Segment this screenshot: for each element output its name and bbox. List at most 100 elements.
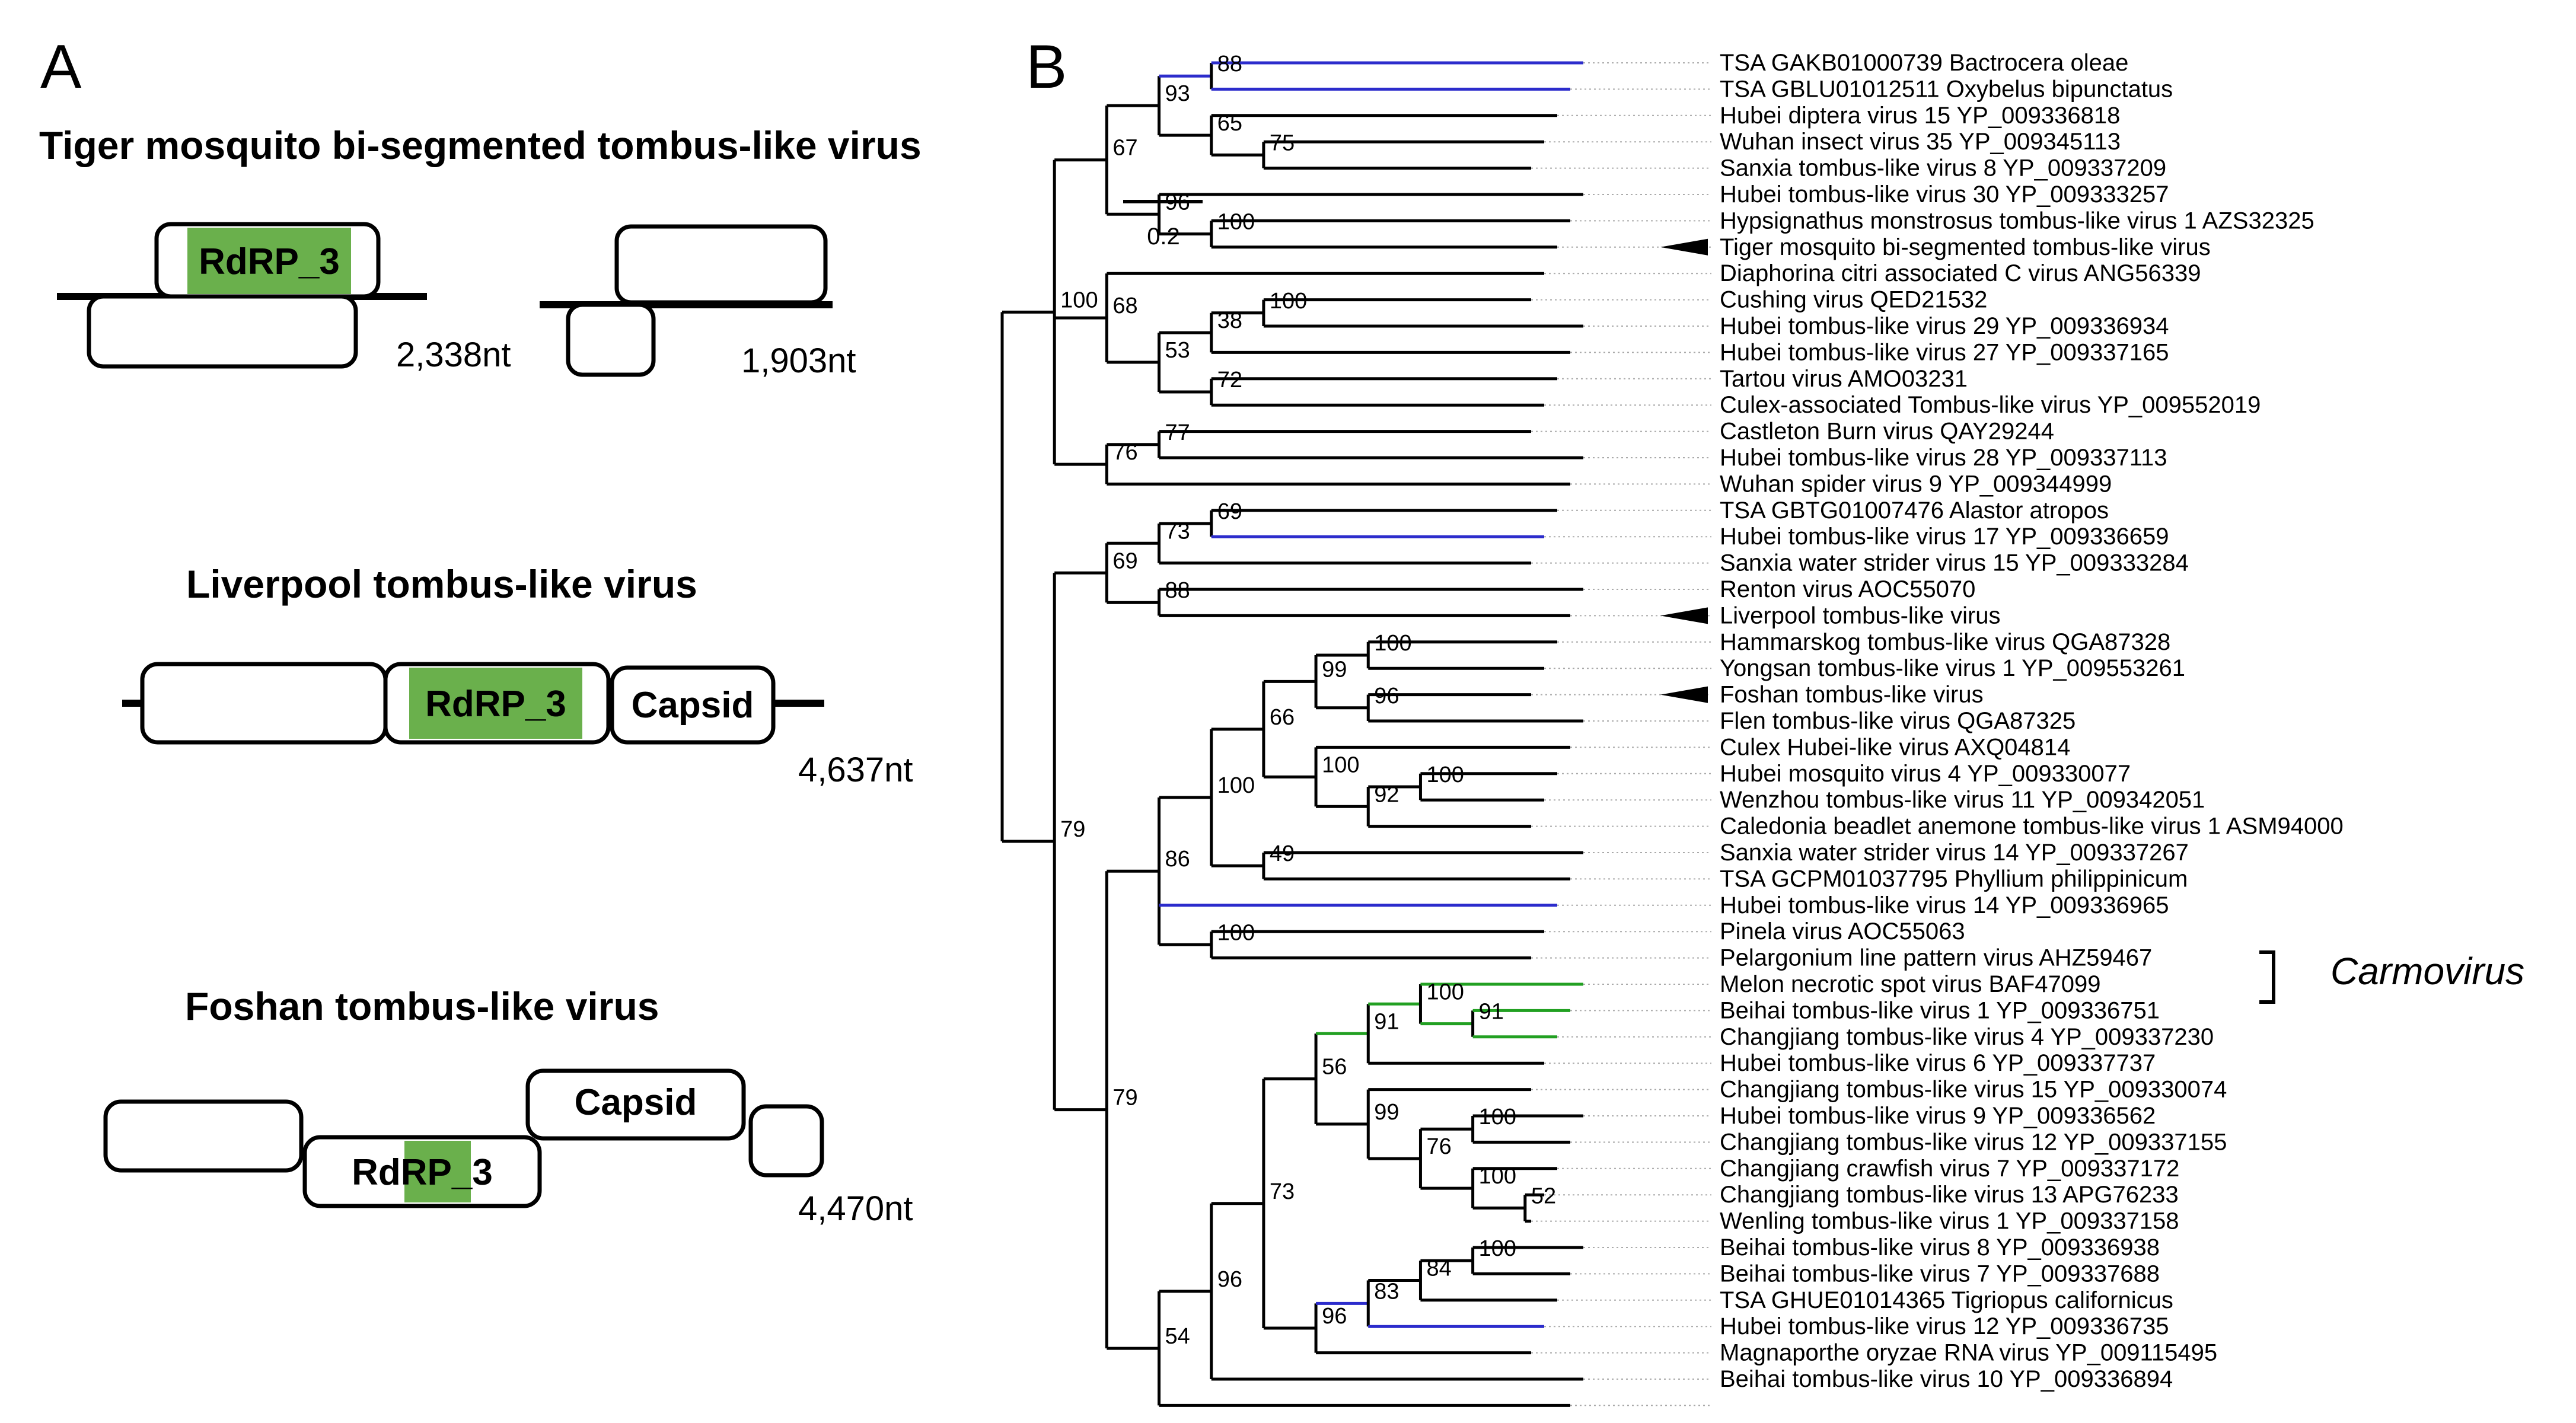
bootstrap-value: 76 xyxy=(1426,1134,1451,1159)
panel-a: A Tiger mosquito bi-segmented tombus-lik… xyxy=(39,33,922,1228)
bootstrap-value: 100 xyxy=(1060,288,1098,312)
taxon-label: Hubei diptera virus 15 YP_009336818 xyxy=(1720,103,2120,129)
orf-box xyxy=(103,1099,304,1173)
bootstrap-value: 76 xyxy=(1112,440,1137,465)
taxon-label: Wuhan spider virus 9 YP_009344999 xyxy=(1720,471,2112,497)
clade-bracket: Carmovirus xyxy=(2259,950,2524,1004)
bootstrap-value: 79 xyxy=(1112,1086,1137,1111)
bootstrap-value: 73 xyxy=(1165,519,1190,544)
taxon-label: Hubei tombus-like virus 28 YP_009337113 xyxy=(1720,445,2167,471)
bootstrap-value: 68 xyxy=(1112,293,1137,318)
panel-b-letter: B xyxy=(1026,33,1067,101)
bootstrap-value: 56 xyxy=(1322,1055,1347,1080)
bootstrap-value: 53 xyxy=(1165,338,1190,363)
taxon-label: Wenling tombus-like virus 1 YP_009337158 xyxy=(1720,1208,2179,1234)
rdrp-domain xyxy=(404,1141,471,1202)
bootstrap-value: 93 xyxy=(1165,81,1190,106)
taxon-label: TSA GAKB01000739 Bactrocera oleae xyxy=(1720,50,2128,76)
domain-label: Capsid xyxy=(632,685,754,726)
taxon-label: Tiger mosquito bi-segmented tombus-like … xyxy=(1720,234,2211,260)
taxon-label: Sanxia water strider virus 15 YP_0093332… xyxy=(1720,550,2189,576)
genome-length: 2,338nt xyxy=(396,336,511,374)
taxon-label: Hubei tombus-like virus 14 YP_009336965 xyxy=(1720,892,2169,918)
bootstrap-value: 88 xyxy=(1165,578,1190,603)
taxon-label: Pelargonium line pattern virus AHZ59467 xyxy=(1720,945,2152,971)
bootstrap-value: 100 xyxy=(1479,1105,1516,1130)
taxon-label: Tartou virus AMO03231 xyxy=(1720,366,1968,392)
bootstrap-value: 100 xyxy=(1217,210,1255,235)
orf-box xyxy=(748,1104,824,1178)
bootstrap-value: 100 xyxy=(1479,1236,1516,1261)
genome-title: Tiger mosquito bi-segmented tombus-like … xyxy=(39,123,922,167)
domain-label: Capsid xyxy=(575,1082,697,1123)
taxon-label: Yongsan tombus-like virus 1 YP_009553261 xyxy=(1720,655,2185,681)
bootstrap-value: 69 xyxy=(1112,548,1137,573)
taxon-label: Castleton Burn virus QAY29244 xyxy=(1720,419,2054,445)
taxon-label: Beihai tombus-like virus 10 YP_009336894 xyxy=(1720,1366,2173,1392)
orf-box xyxy=(525,1068,746,1141)
taxon-label: Hubei tombus-like virus 6 YP_009337737 xyxy=(1720,1050,2156,1076)
orf-box xyxy=(87,294,358,369)
taxon-label: Hubei tombus-like virus 12 YP_009336735 xyxy=(1720,1313,2169,1339)
bootstrap-value: 100 xyxy=(1374,631,1411,656)
taxon-label: Hypsignathus monstrosus tombus-like viru… xyxy=(1720,208,2314,234)
taxon-label: Hubei tombus-like virus 30 YP_009333257 xyxy=(1720,181,2169,208)
taxon-label: Culex Hubei-like virus AXQ04814 xyxy=(1720,734,2070,760)
bootstrap-value: 84 xyxy=(1426,1256,1451,1281)
rdrp-domain xyxy=(409,668,582,739)
taxon-label: Hubei tombus-like virus 17 YP_009336659 xyxy=(1720,524,2169,550)
bootstrap-value: 100 xyxy=(1479,1164,1516,1189)
orf-box xyxy=(614,224,828,305)
taxon-label: Changjiang crawfish virus 7 YP_009337172 xyxy=(1720,1156,2179,1182)
taxon-label: Changjiang tombus-like virus 4 YP_009337… xyxy=(1720,1024,2214,1050)
bootstrap-value: 83 xyxy=(1374,1279,1399,1304)
genome-length: 4,470nt xyxy=(798,1189,913,1228)
taxon-label: Changjiang tombus-like virus 13 APG76233 xyxy=(1720,1182,2179,1208)
taxon-label: Wuhan insect virus 35 YP_009345113 xyxy=(1720,129,2121,155)
taxon-label: TSA GHUE01014365 Tigriopus californicus xyxy=(1720,1287,2173,1313)
panel-b: B 0.2 8875659310096671003872536877761006… xyxy=(1000,33,2524,1407)
genome-title: Foshan tombus-like virus xyxy=(185,984,659,1028)
bootstrap-value: 73 xyxy=(1270,1179,1295,1204)
bootstrap-value: 96 xyxy=(1322,1304,1347,1329)
phylogenetic-tree xyxy=(1000,61,1583,1407)
domain-label: RdRP_3 xyxy=(352,1152,493,1193)
taxon-label: Renton virus AOC55070 xyxy=(1720,576,1975,602)
bootstrap-value: 67 xyxy=(1112,136,1137,161)
bootstrap-value: 100 xyxy=(1217,920,1255,945)
bootstrap-value: 65 xyxy=(1217,111,1242,136)
bootstrap-value: 91 xyxy=(1479,1000,1504,1025)
bootstrap-value: 72 xyxy=(1217,368,1242,393)
genome-length: 1,903nt xyxy=(741,342,856,380)
bootstrap-value: 92 xyxy=(1374,782,1399,807)
taxon-label: Culex-associated Tombus-like virus YP_00… xyxy=(1720,392,2261,418)
leader-dots xyxy=(1531,62,1711,1406)
genome-length: 4,637nt xyxy=(798,751,913,789)
highlight-arrow xyxy=(1660,238,1708,256)
orf-box xyxy=(140,662,388,745)
bootstrap-value: 77 xyxy=(1165,420,1190,445)
taxon-label: Pinela virus AOC55063 xyxy=(1720,918,1965,945)
bootstrap-values: 8875659310096671003872536877761006973886… xyxy=(1060,52,1556,1349)
bootstrap-value: 99 xyxy=(1322,657,1347,682)
taxon-label: Cushing virus QED21532 xyxy=(1720,287,1987,313)
bootstrap-value: 100 xyxy=(1426,979,1464,1004)
taxon-label: Sanxia water strider virus 14 YP_0093372… xyxy=(1720,840,2189,866)
scale-bar-label: 0.2 xyxy=(1147,224,1180,250)
genome-liverpool: Liverpool tombus-like virus RdRP_3 Capsi… xyxy=(122,562,913,789)
bootstrap-value: 66 xyxy=(1270,705,1295,730)
genome-foshan: Foshan tombus-like virus RdRP_3 Capsid 4… xyxy=(103,984,913,1228)
highlight-arrow xyxy=(1660,686,1708,703)
bootstrap-value: 49 xyxy=(1270,841,1295,866)
taxon-label: TSA GBTG01007476 Alastor atropos xyxy=(1720,497,2109,524)
bootstrap-value: 100 xyxy=(1426,762,1464,787)
taxon-label: Changjiang tombus-like virus 15 YP_00933… xyxy=(1720,1077,2227,1103)
orf-box xyxy=(566,302,656,377)
bootstrap-value: 38 xyxy=(1217,308,1242,333)
bootstrap-value: 54 xyxy=(1165,1324,1190,1349)
bootstrap-value: 99 xyxy=(1374,1100,1399,1125)
scale-bar: 0.2 xyxy=(1123,200,1203,250)
bootstrap-value: 96 xyxy=(1374,684,1399,709)
highlight-markers xyxy=(1660,238,1708,703)
